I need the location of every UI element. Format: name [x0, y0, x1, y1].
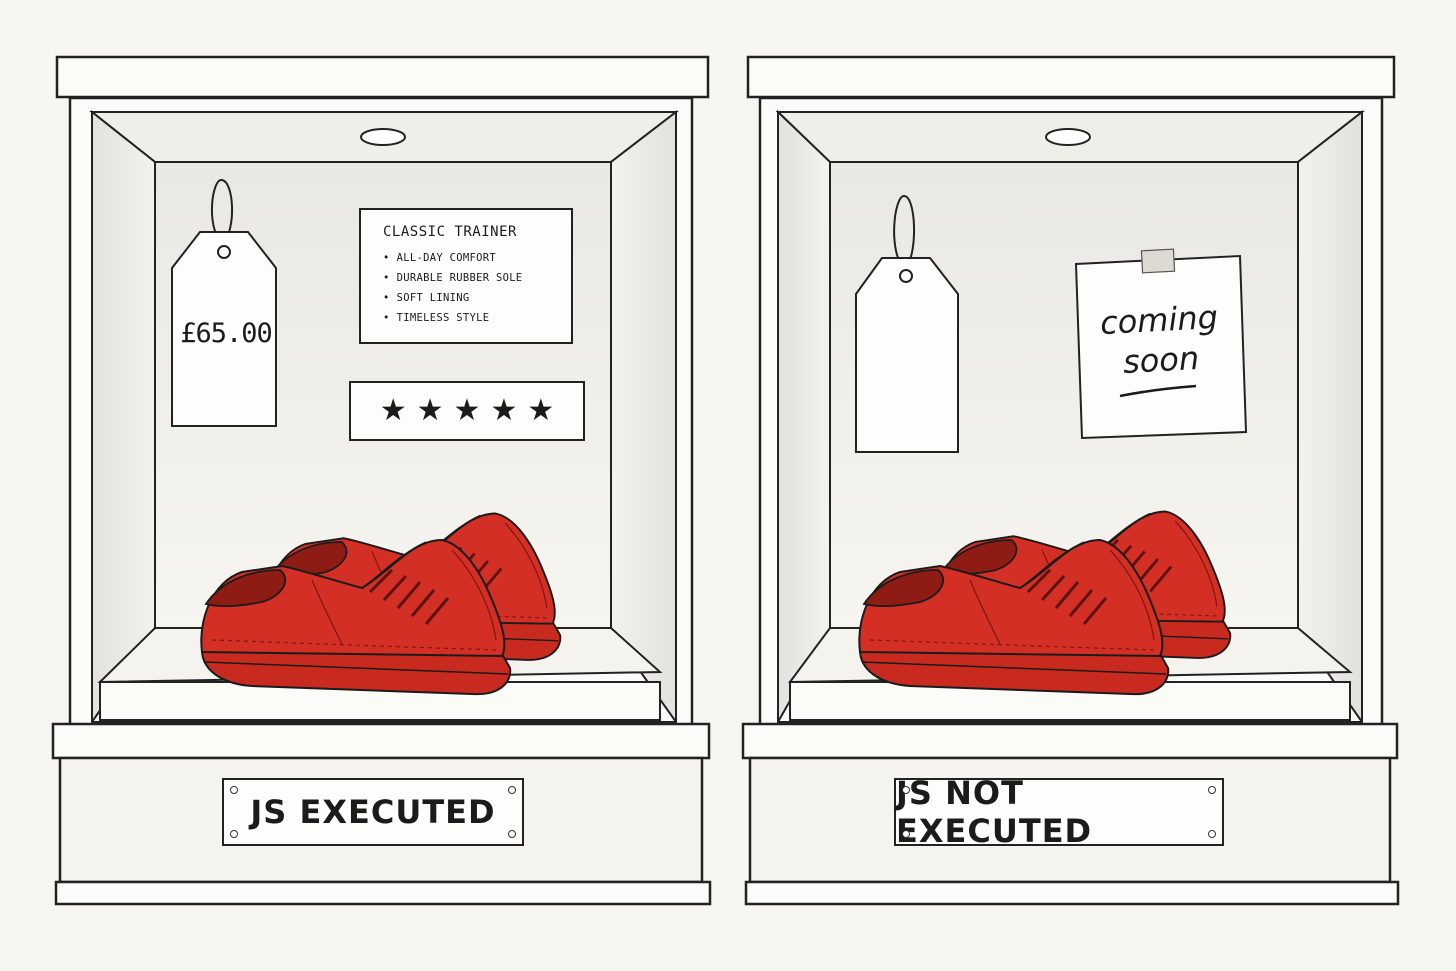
left-display-case: [68, 96, 694, 730]
plaque-js-executed: JS EXECUTED: [222, 778, 524, 846]
plaque-label: JS EXECUTED: [250, 793, 496, 831]
screw-icon: [508, 786, 516, 794]
screw-icon: [902, 786, 910, 794]
star-icon: ★: [379, 393, 407, 428]
price-tag-icon: [171, 179, 277, 427]
feature-item: SOFT LINING: [383, 288, 557, 308]
plaque-label: JS NOT EXECUTED: [896, 774, 1093, 850]
star-rating: ★ ★ ★ ★ ★: [349, 381, 585, 441]
feature-item: DURABLE RUBBER SOLE: [383, 268, 557, 288]
plaque-js-not-executed: JS NOT EXECUTED: [894, 774, 1224, 850]
feature-list: ALL-DAY COMFORT DURABLE RUBBER SOLE SOFT…: [383, 248, 557, 328]
screw-icon: [230, 830, 238, 838]
note-line: coming: [1099, 297, 1219, 343]
ceiling-light-icon: [360, 128, 406, 146]
screw-icon: [1208, 830, 1216, 838]
sticky-note-icon: [1074, 248, 1248, 440]
screw-icon: [1208, 786, 1216, 794]
feature-item: TIMELESS STYLE: [383, 308, 557, 328]
product-info-card: CLASSIC TRAINER ALL-DAY COMFORT DURABLE …: [359, 208, 573, 344]
star-icon: ★: [453, 393, 481, 428]
right-display-case: [758, 96, 1384, 730]
screw-icon: [230, 786, 238, 794]
star-icon: ★: [416, 393, 444, 428]
note-underline: [1119, 384, 1197, 398]
screw-icon: [508, 830, 516, 838]
tape-icon: [1140, 248, 1176, 274]
coming-soon-note: coming soon: [1078, 296, 1242, 384]
ceiling-light-icon: [1045, 128, 1091, 146]
screw-icon: [902, 830, 910, 838]
feature-item: ALL-DAY COMFORT: [383, 248, 557, 268]
price-tag-icon: [855, 194, 959, 453]
note-line: soon: [1122, 339, 1201, 381]
star-icon: ★: [490, 393, 518, 428]
star-icon: ★: [527, 393, 555, 428]
product-title: CLASSIC TRAINER: [383, 224, 517, 240]
price-value: £65.00: [180, 318, 273, 349]
